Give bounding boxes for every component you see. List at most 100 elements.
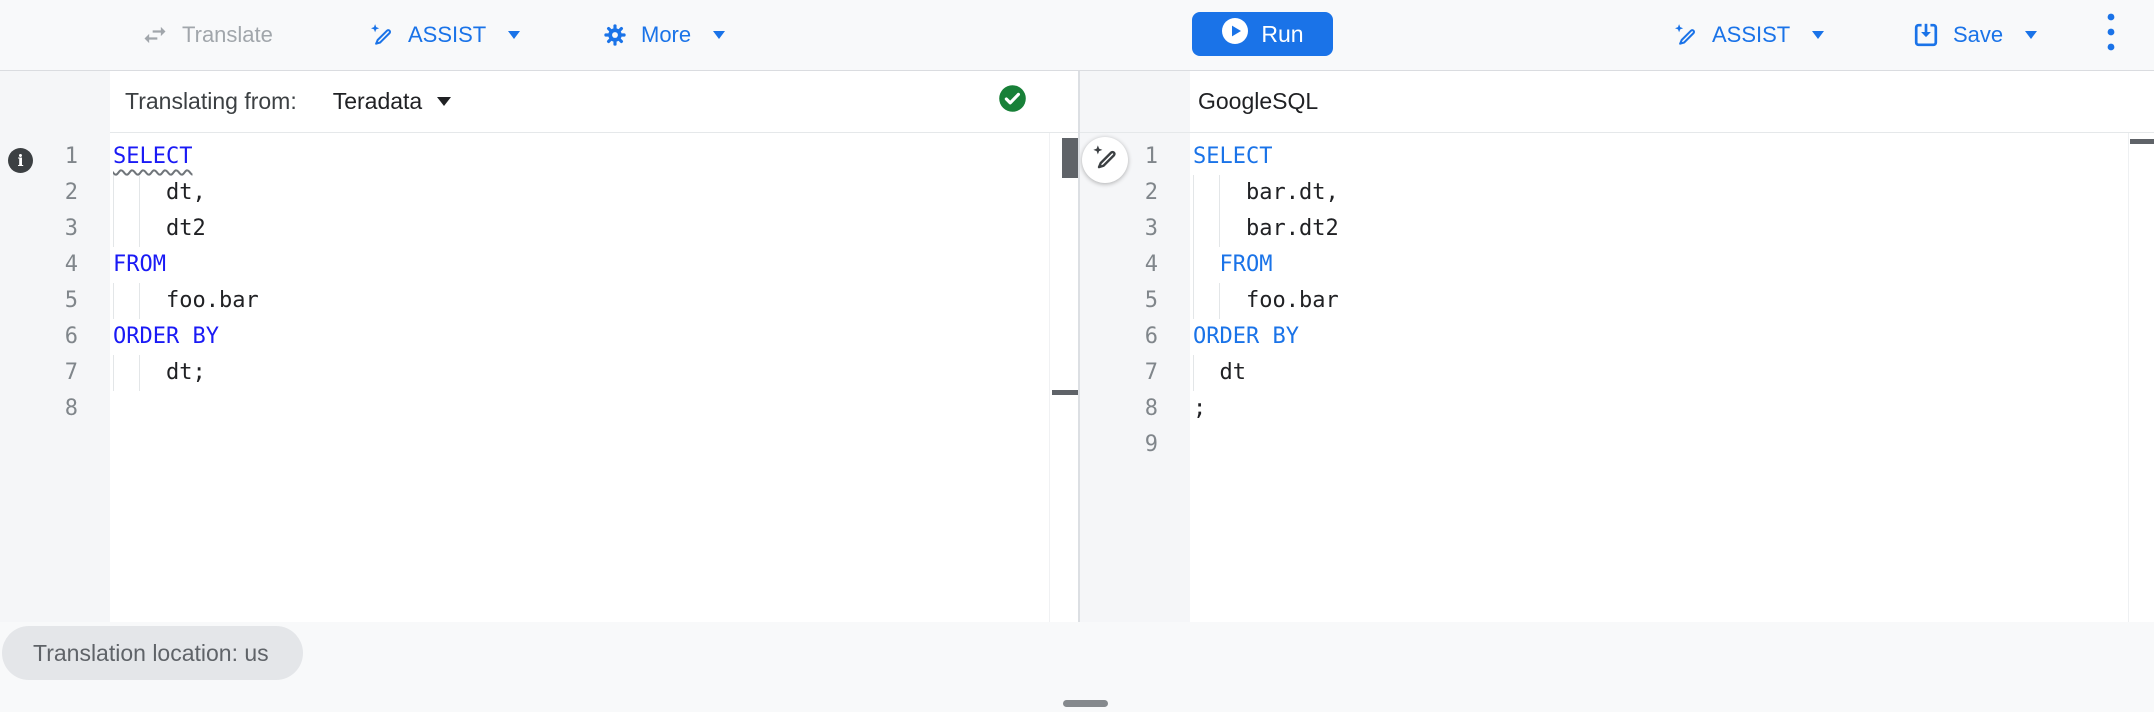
assist-left-label: ASSIST (408, 22, 487, 47)
sql-text: foo.bar (113, 288, 259, 313)
source-header-divider (110, 132, 1078, 133)
sql-text: dt; (113, 360, 206, 385)
code-line: 2 dt, (0, 175, 1078, 211)
overflow-menu-button[interactable] (2104, 0, 2118, 70)
assist-fab-button[interactable] (1082, 137, 1128, 183)
code-line: 5 foo.bar (1080, 283, 2154, 319)
indent-guide (139, 355, 141, 391)
assist-right-label: ASSIST (1712, 22, 1791, 47)
target-dialect-label: GoogleSQL (1198, 87, 1319, 114)
translation-location-label: Translation location: us (33, 639, 269, 666)
green-check-icon (998, 84, 1027, 119)
sql-text: bar.dt2 (1193, 216, 1339, 241)
play-circle-icon (1221, 17, 1249, 51)
gear-icon (602, 22, 628, 48)
indent-guide (1193, 211, 1194, 247)
assist-left-button[interactable]: ASSIST (368, 0, 521, 70)
save-arrow-icon (1912, 21, 1940, 49)
line-number: 9 (1144, 432, 1158, 457)
info-icon[interactable]: i (8, 148, 33, 173)
chevron-down-icon (508, 31, 521, 39)
source-cursor-position-marker (1052, 390, 1078, 395)
sql-keyword: SELECT (1193, 144, 1273, 169)
validation-status (998, 70, 1027, 132)
assist-right-button[interactable]: ASSIST (1672, 0, 1825, 70)
toolbar: Translate ASSIST (0, 0, 2154, 71)
sql-text: foo.bar (1193, 288, 1339, 313)
line-number: 8 (64, 396, 78, 421)
target-scrollbar-track-border (2128, 133, 2129, 622)
indent-guide (113, 211, 114, 247)
code-line: 2 bar.dt, (1080, 175, 2154, 211)
indent-guide (1219, 175, 1221, 211)
magic-pen-icon (1090, 143, 1120, 178)
indent-guide (1219, 283, 1221, 319)
indent-guide (1193, 247, 1194, 283)
sql-text: dt (1193, 360, 1246, 385)
translate-label: Translate (182, 22, 273, 47)
sql-text: dt2 (113, 216, 206, 241)
kebab-menu-icon (2104, 11, 2118, 60)
run-button[interactable]: Run (1192, 12, 1333, 56)
source-editor-surface (110, 133, 1078, 622)
line-number: 1 (64, 144, 78, 169)
code-line: 1 SELECT (0, 139, 1078, 175)
chevron-down-icon (1812, 31, 1825, 39)
indent-guide (139, 175, 141, 211)
dialect-select[interactable]: Teradata (333, 88, 452, 115)
indent-guide (1193, 355, 1194, 391)
code-line: 9 (1080, 427, 2154, 463)
sql-keyword: FROM (113, 252, 166, 277)
save-label: Save (1953, 22, 2004, 47)
line-number: 3 (1144, 216, 1158, 241)
code-line: 8; (1080, 391, 2154, 427)
code-line: 6 ORDER BY (1080, 319, 2154, 355)
magic-pen-icon (368, 22, 395, 49)
indent-guide (113, 283, 114, 319)
sql-text: bar.dt, (1193, 180, 1339, 205)
chevron-down-icon (2025, 31, 2038, 39)
target-panel-header: GoogleSQL (1190, 70, 2154, 132)
source-scrollbar-thumb[interactable] (1062, 138, 1078, 178)
save-button[interactable]: Save (1912, 0, 2038, 70)
sql-keyword: ORDER BY (113, 324, 219, 349)
translate-button[interactable]: Translate (141, 0, 273, 70)
line-number: 2 (1144, 180, 1158, 205)
panel-divider[interactable] (1078, 0, 1080, 622)
source-scrollbar-track-border (1049, 133, 1050, 622)
line-number: 5 (1144, 288, 1158, 313)
indent-guide (139, 283, 141, 319)
chevron-down-icon (713, 31, 726, 39)
source-panel-header: Translating from: Teradata (110, 70, 1078, 132)
sql-keyword: SELECT (113, 144, 193, 169)
line-number: 4 (1144, 252, 1158, 277)
run-label: Run (1261, 20, 1304, 47)
target-cursor-position-marker (2130, 139, 2154, 144)
indent-guide (113, 355, 114, 391)
line-number: 4 (64, 252, 78, 277)
code-line: 4 FROM (0, 247, 1078, 283)
code-line: 7 dt (1080, 355, 2154, 391)
target-editor-surface (1190, 133, 2154, 622)
sql-text: ; (1193, 396, 1207, 421)
more-button[interactable]: More (602, 0, 726, 70)
line-number: 8 (1144, 396, 1158, 421)
bottom-panel-resize-handle[interactable] (1063, 700, 1108, 707)
line-number: 6 (1144, 324, 1158, 349)
magic-pen-icon (1672, 22, 1699, 49)
sql-text (1193, 252, 1220, 277)
indent-guide (1219, 211, 1221, 247)
code-line: 5 foo.bar (0, 283, 1078, 319)
code-line: 4 FROM (1080, 247, 2154, 283)
indent-guide (139, 211, 141, 247)
sql-text: dt, (113, 180, 206, 205)
code-line: 7 dt; (0, 355, 1078, 391)
indent-guide (1193, 283, 1194, 319)
more-label: More (641, 22, 692, 47)
sql-keyword: ORDER BY (1193, 324, 1299, 349)
indent-guide (113, 175, 114, 211)
line-number: 6 (64, 324, 78, 349)
